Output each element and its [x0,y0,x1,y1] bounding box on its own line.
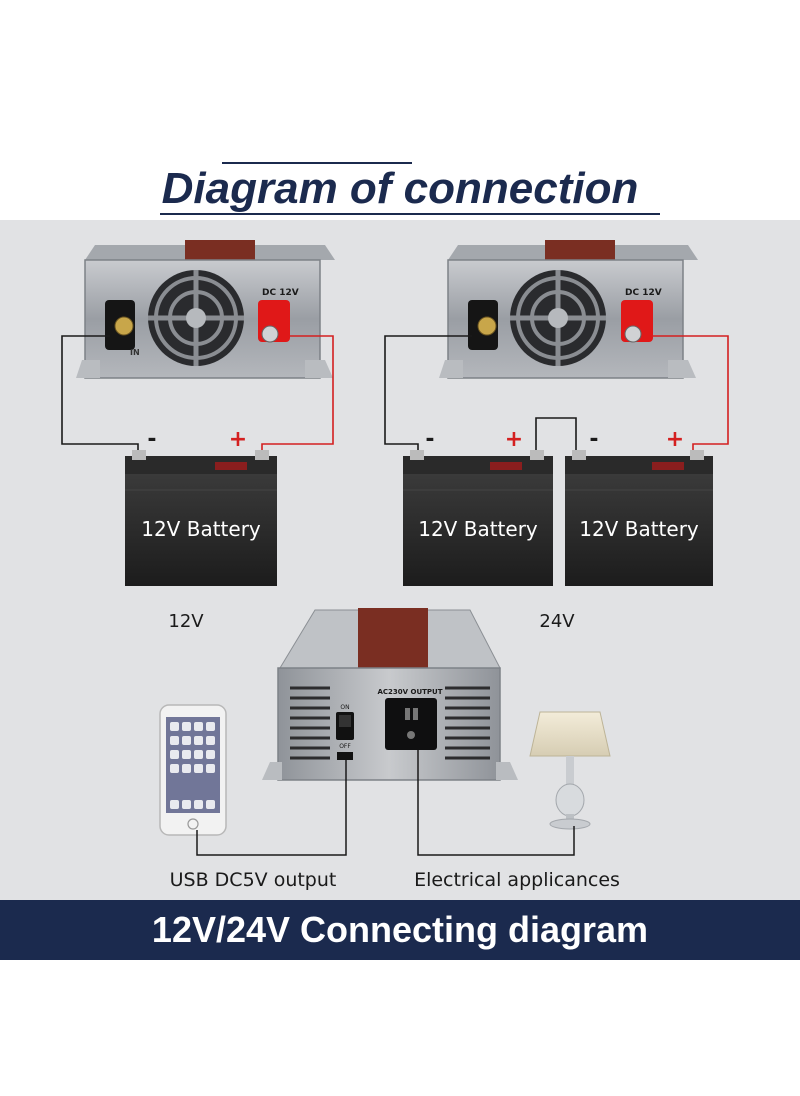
dc-label: DC 12V [262,288,299,298]
config-label-24v: 24V [539,611,575,632]
battery-label: 12V Battery [141,517,261,541]
vent-slots [290,686,490,760]
config-label-12v: 12V [168,611,204,632]
output-wiring [196,750,575,856]
usb-output-label: USB DC5V output [170,869,337,891]
footer-title: 12V/24V Connecting diagram [151,909,649,950]
wiring-12v [61,335,334,456]
inverter-front-view: ON OFF AC230V OUTPUT [262,608,518,781]
battery-24v-b: 12V Battery - + [565,427,713,586]
ac-output-label: AC230V OUTPUT [377,688,442,696]
switch-on-label: ON [340,704,349,711]
title-overline [222,162,412,164]
switch-off-label: OFF [339,743,351,750]
inverter-24v-right: DC 12V [439,240,698,379]
usb-port-icon [337,752,353,760]
dc-label: DC 12V [625,288,662,298]
ac-outlet-icon [385,698,437,750]
cooling-fan-icon [148,270,244,366]
positive-terminal-icon [621,300,653,343]
footer-banner: 12V/24V Connecting diagram [0,900,800,960]
negative-terminal-icon [105,300,135,350]
power-switch-icon [336,712,354,740]
title-underline [160,213,660,215]
page-title: Diagram of connection [161,164,639,213]
battery-label: 12V Battery [579,517,699,541]
negative-sign: - [589,427,598,452]
inverter-12v-left: DC 12V IN [76,240,335,379]
title-area: Diagram of connection [0,150,800,220]
battery-24v-a: 12V Battery - + [403,427,553,586]
negative-sign: - [147,427,156,452]
negative-sign: - [425,427,434,452]
battery-label: 12V Battery [418,517,538,541]
inverter-label-plate [358,608,428,668]
smartphone-icon [159,704,227,836]
battery-12v: 12V Battery - + [125,427,277,586]
in-label: IN [130,348,140,357]
wiring-24v [384,335,729,456]
cooling-fan-icon [510,270,606,366]
positive-terminal-icon [258,300,290,343]
table-lamp-icon [529,711,611,830]
positive-sign: + [666,427,684,452]
positive-sign: + [229,427,247,452]
negative-terminal-icon [468,300,498,350]
appliance-output-label: Electrical applicances [414,869,620,891]
positive-sign: + [505,427,523,452]
